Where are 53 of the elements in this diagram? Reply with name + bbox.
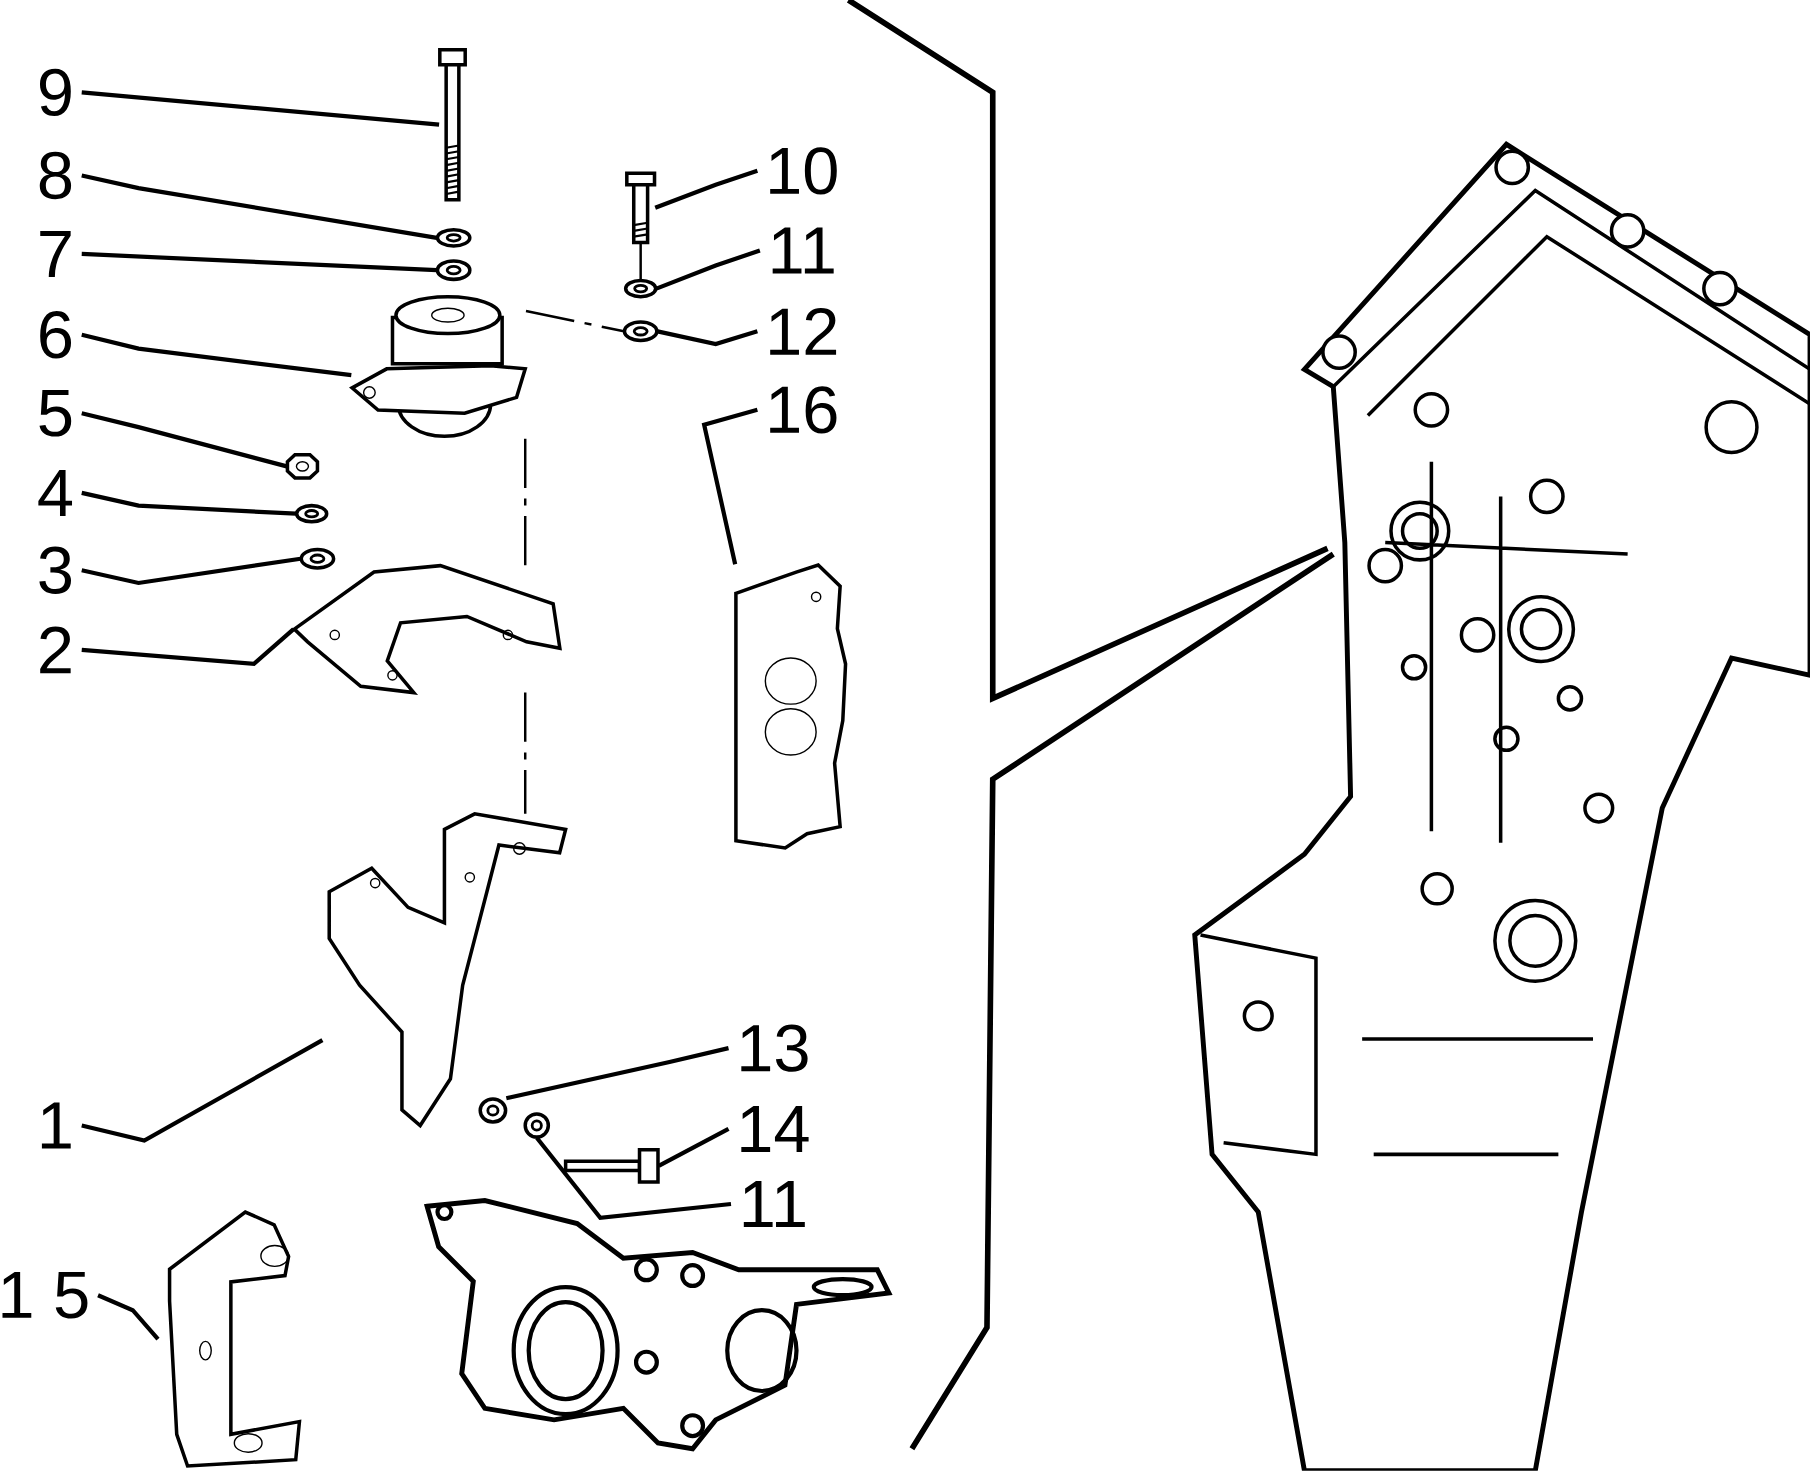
callout-number: 3 bbox=[39, 546, 72, 595]
leader-line bbox=[81, 627, 295, 667]
leader-line bbox=[535, 1136, 732, 1221]
leader-line bbox=[81, 332, 352, 378]
callout-number: 13 bbox=[741, 1024, 808, 1072]
callout-number: 12 bbox=[770, 308, 837, 355]
washer-drawing bbox=[435, 259, 472, 282]
bolt-drawing bbox=[438, 48, 467, 202]
center-line bbox=[639, 243, 642, 280]
washer-drawing bbox=[623, 278, 658, 299]
leader-line bbox=[701, 407, 758, 565]
leader-line bbox=[654, 169, 759, 210]
callout-number: 1 bbox=[41, 1102, 71, 1149]
nut-drawing bbox=[285, 453, 320, 480]
callout-number: 4 bbox=[38, 470, 72, 517]
callout-number: 11 bbox=[743, 1181, 805, 1228]
washer-drawing bbox=[622, 320, 659, 343]
leader-line bbox=[655, 248, 761, 291]
bolt-drawing bbox=[563, 1148, 660, 1184]
leader-line bbox=[81, 1038, 324, 1143]
leader-line bbox=[97, 1293, 160, 1341]
callout-number: 9 bbox=[39, 68, 71, 117]
callout-number: 11 bbox=[772, 227, 834, 274]
leader-line bbox=[81, 491, 297, 516]
washer-drawing bbox=[435, 228, 472, 248]
leader-line bbox=[81, 411, 288, 469]
center-line bbox=[524, 438, 527, 566]
washer-drawing bbox=[294, 504, 329, 524]
callout-number: 2 bbox=[40, 626, 71, 674]
bracket-drawing bbox=[167, 1210, 302, 1469]
callout-number: 5 bbox=[39, 390, 72, 437]
callout-number: 16 bbox=[770, 386, 837, 434]
leader-line bbox=[81, 556, 301, 586]
leader-line bbox=[81, 173, 438, 241]
callout-number: 8 bbox=[39, 152, 72, 200]
washer-drawing bbox=[523, 1112, 551, 1139]
center-line bbox=[524, 692, 527, 814]
washer-drawing bbox=[478, 1097, 508, 1124]
leader-line bbox=[81, 90, 440, 127]
leader-line bbox=[657, 329, 758, 347]
callout-number: 1 5 bbox=[2, 1272, 88, 1319]
callout-number: 6 bbox=[40, 311, 72, 359]
leader-line bbox=[81, 252, 437, 273]
bracket-drawing bbox=[734, 563, 848, 850]
washer-drawing bbox=[299, 547, 336, 570]
leader-line bbox=[657, 1127, 730, 1168]
callout-number: 10 bbox=[770, 147, 837, 195]
leader-line bbox=[505, 1046, 729, 1101]
bracket-drawing bbox=[327, 812, 568, 1129]
callout-number: 14 bbox=[741, 1106, 809, 1153]
callout-number: 7 bbox=[40, 231, 71, 278]
bolt-drawing bbox=[625, 171, 657, 245]
center-line bbox=[525, 309, 625, 333]
